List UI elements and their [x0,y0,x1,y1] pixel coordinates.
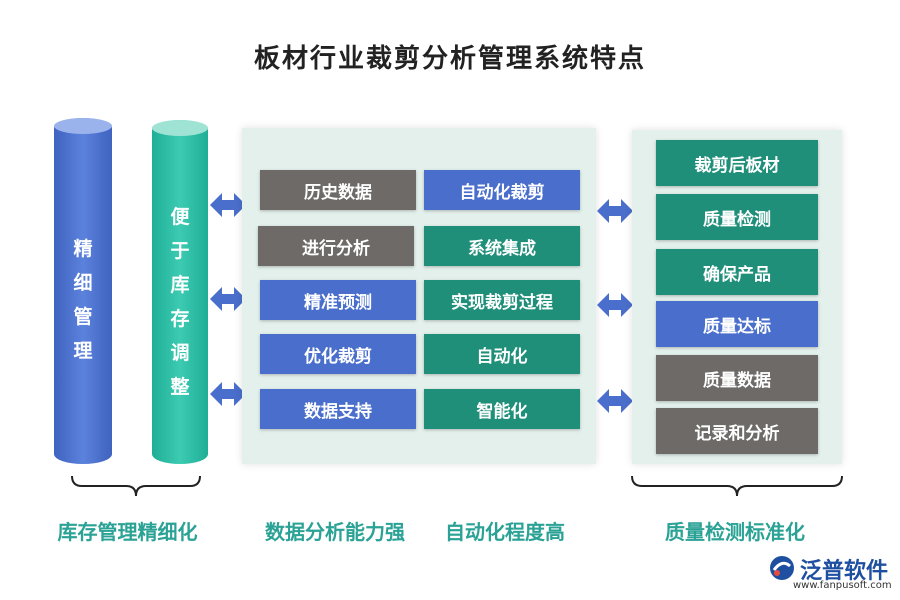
caption-inventory: 库存管理精细化 [57,520,198,544]
left-brace [71,475,201,497]
box-analysis: 进行分析 [258,226,414,266]
box-record-analysis: 记录和分析 [656,408,818,454]
brand-url: www.fanpusoft.com [793,580,892,591]
cylinder-char: 理 [73,340,93,362]
cylinder-char: 细 [73,272,93,294]
box-quality-check: 质量检测 [656,194,818,240]
right-brace [631,475,843,497]
caption-quality: 质量检测标准化 [665,520,805,544]
double-arrow-icon [210,382,246,406]
box-automation: 自动化 [424,334,580,374]
cylinder-char: 便 [170,206,190,228]
cylinder-char: 整 [170,376,190,398]
cylinder-char: 库 [170,274,190,296]
double-arrow-icon [597,389,633,413]
cylinder-char: 于 [170,240,190,262]
double-arrow-icon [210,193,246,217]
box-cut-process: 实现裁剪过程 [424,280,580,320]
box-auto-cut: 自动化裁剪 [424,170,580,210]
box-integration: 系统集成 [424,226,580,266]
brand-logo-icon [770,556,794,580]
page-title: 板材行业裁剪分析管理系统特点 [253,44,646,74]
box-quality-data: 质量数据 [656,355,818,401]
cylinder-char: 管 [73,306,93,328]
double-arrow-icon [597,199,633,223]
cylinder-char: 调 [170,342,190,364]
caption-data-analysis: 数据分析能力强 [265,520,405,544]
double-arrow-icon [597,293,633,317]
box-data-support: 数据支持 [260,389,416,429]
double-arrow-icon [210,287,246,311]
cylinder-char: 精 [73,238,93,260]
cylinder-fine-management: 精 细 管 理 [54,118,112,464]
cylinder-inventory-adjust: 便 于 库 存 调 整 [152,120,208,464]
caption-automation: 自动化程度高 [445,520,565,544]
cylinder-char: 存 [170,308,190,330]
box-prediction: 精准预测 [260,280,416,320]
box-intelligent: 智能化 [424,389,580,429]
box-ensure-product: 确保产品 [656,249,818,295]
brand-name: 泛普软件 [800,559,889,584]
box-history-data: 历史数据 [260,170,416,210]
box-cut-board: 裁剪后板材 [656,140,818,186]
box-quality-standard: 质量达标 [656,301,818,347]
box-optimize-cut: 优化裁剪 [260,334,416,374]
